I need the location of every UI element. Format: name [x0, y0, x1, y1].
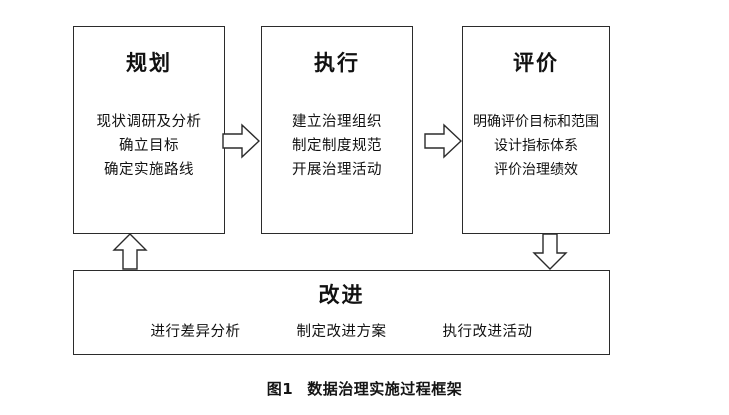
arrow-down-icon — [531, 233, 569, 270]
stage-item: 建立治理组织 — [292, 114, 382, 131]
improvement-item: 制定改进方案 — [296, 324, 387, 341]
arrow-right-icon — [222, 122, 260, 160]
stage-item: 评价治理绩效 — [494, 162, 578, 179]
stage-item: 设计指标体系 — [494, 138, 578, 155]
stage-item: 确定实施路线 — [104, 162, 194, 179]
figure-number: 图1 — [266, 380, 294, 398]
stage-item: 现状调研及分析 — [96, 114, 202, 131]
improvement-title: 改进 — [318, 282, 365, 307]
stage-item: 确立目标 — [119, 138, 179, 155]
stage-title-evaluation: 评价 — [513, 50, 559, 75]
stage-items-evaluation: 明确评价目标和范围 设计指标体系 评价治理绩效 — [463, 110, 609, 182]
stage-box-planning[interactable]: 规划 现状调研及分析 确立目标 确定实施路线 — [73, 26, 225, 234]
figure-caption-text: 数据治理实施过程框架 — [307, 380, 463, 398]
improvement-box[interactable]: 改进 进行差异分析 制定改进方案 执行改进活动 — [73, 270, 610, 355]
arrow-up-icon — [111, 233, 149, 270]
stage-item: 制定制度规范 — [292, 138, 382, 155]
stage-item: 明确评价目标和范围 — [473, 114, 599, 131]
figure-caption: 图1 数据治理实施过程框架 — [0, 378, 729, 399]
stage-item: 开展治理活动 — [292, 162, 382, 179]
stage-items-execution: 建立治理组织 制定制度规范 开展治理活动 — [262, 110, 412, 182]
improvement-item: 执行改进活动 — [442, 324, 533, 341]
improvement-item: 进行差异分析 — [150, 324, 241, 341]
stage-box-evaluation[interactable]: 评价 明确评价目标和范围 设计指标体系 评价治理绩效 — [462, 26, 610, 234]
stage-box-execution[interactable]: 执行 建立治理组织 制定制度规范 开展治理活动 — [261, 26, 413, 234]
improvement-items: 进行差异分析 制定改进方案 执行改进活动 — [74, 322, 609, 342]
stage-title-execution: 执行 — [314, 50, 360, 75]
arrow-right-icon — [424, 122, 462, 160]
stage-items-planning: 现状调研及分析 确立目标 确定实施路线 — [74, 110, 224, 182]
stage-title-planning: 规划 — [126, 50, 172, 75]
